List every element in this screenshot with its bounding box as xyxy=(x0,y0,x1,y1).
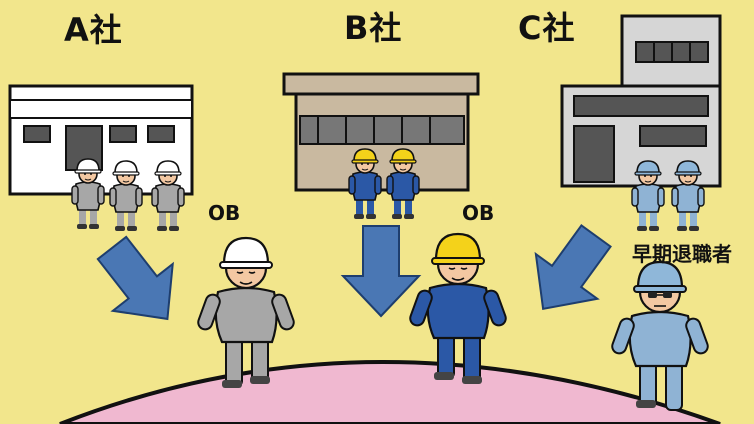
arrow-a xyxy=(82,225,197,343)
workers-a xyxy=(72,159,184,231)
company-label-c: C社 xyxy=(518,12,576,44)
tag-early-retiree: 早期退職者 xyxy=(632,244,732,264)
arrow-b xyxy=(343,226,419,316)
retiree-worker-c xyxy=(610,262,709,410)
tag-ob-a: OB xyxy=(208,203,240,223)
pool-area xyxy=(60,362,720,424)
building-c xyxy=(562,16,720,186)
building-b xyxy=(284,74,478,190)
tag-ob-b: OB xyxy=(462,203,494,223)
arrow-c xyxy=(512,214,626,331)
company-label-a: A社 xyxy=(64,14,123,46)
ob-worker-a xyxy=(196,238,295,388)
company-label-b: B社 xyxy=(344,12,402,44)
